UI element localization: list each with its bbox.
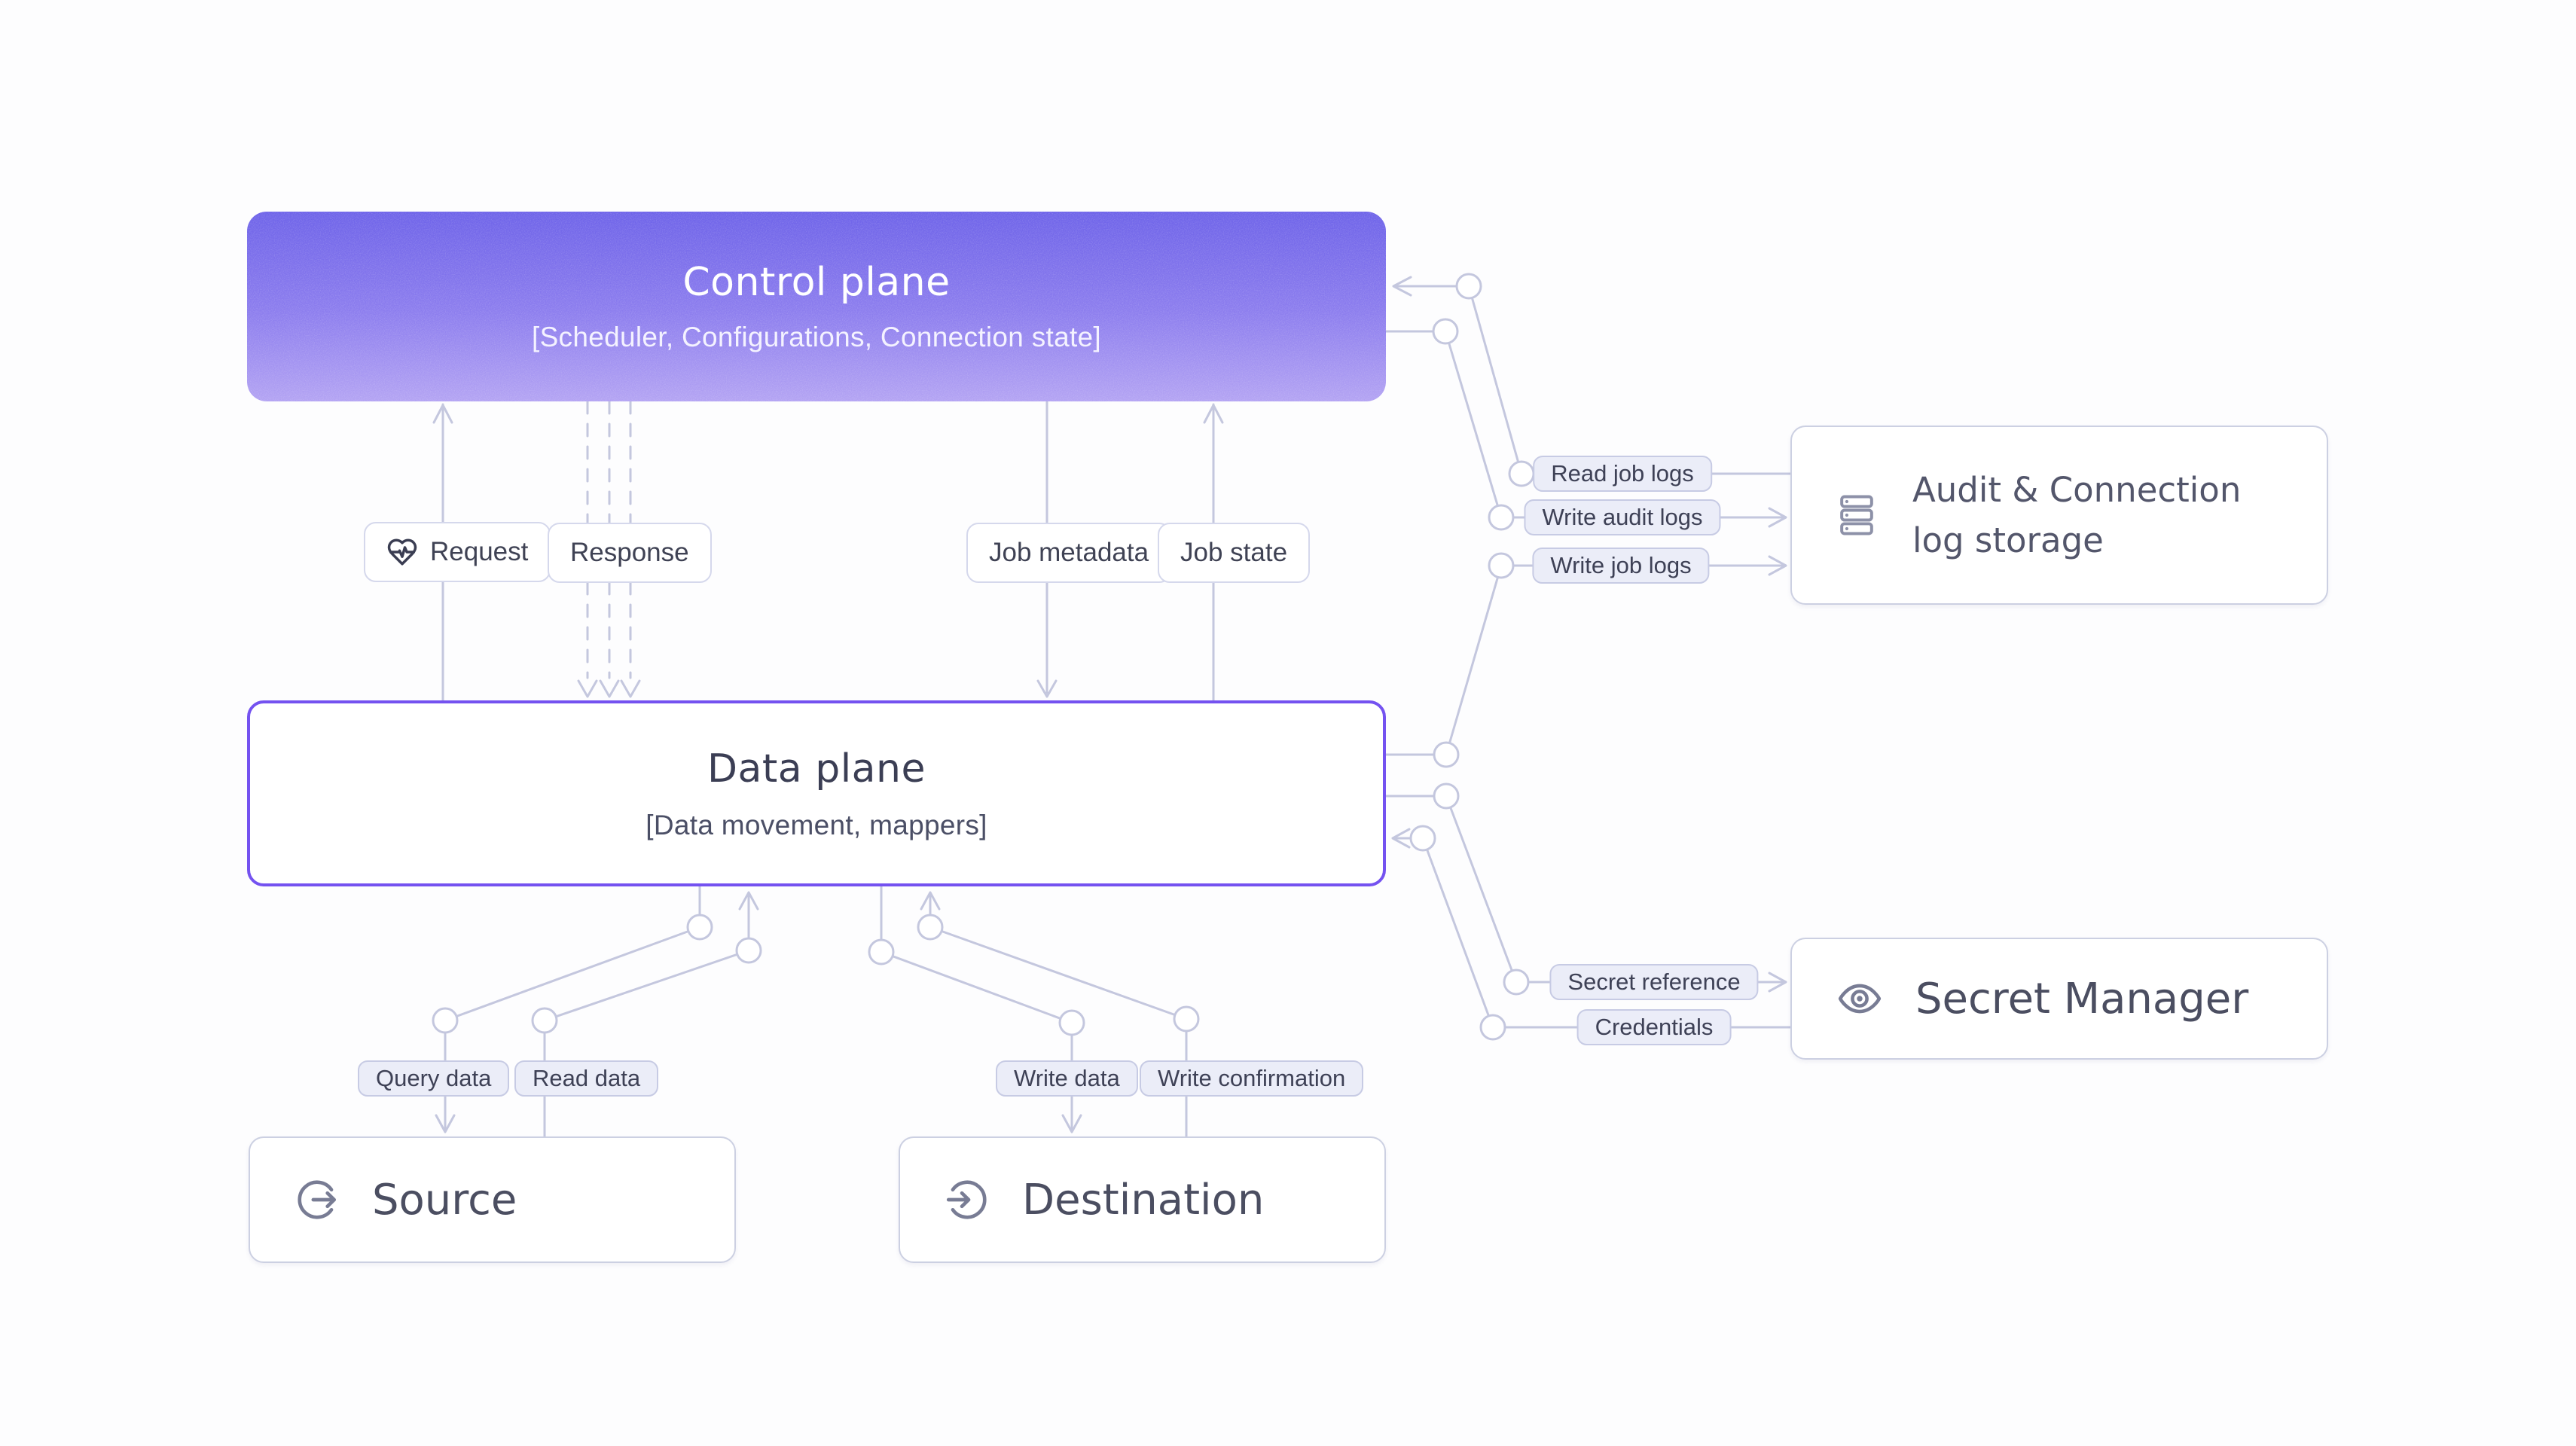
write-confirmation-pill: Write confirmation <box>1140 1060 1364 1097</box>
control-plane-box: Control plane [Scheduler, Configurations… <box>247 212 1386 401</box>
arrowhead-left <box>1391 828 1411 849</box>
query-data-text: Query data <box>376 1065 492 1091</box>
arrowhead-down <box>1036 679 1058 698</box>
noise-texture <box>247 212 1386 401</box>
job-state-label-text: Job state <box>1180 538 1288 567</box>
arrowhead-left <box>1392 276 1412 297</box>
read-job-logs-pill: Read job logs <box>1533 456 1712 492</box>
arrowhead-down <box>1061 1114 1082 1133</box>
data-plane-box: Data plane [Data movement, mappers] <box>247 700 1386 886</box>
request-label-text: Request <box>430 537 529 566</box>
data-plane-subtitle: [Data movement, mappers] <box>646 809 987 840</box>
credentials-text: Credentials <box>1595 1014 1714 1040</box>
data-plane-title: Data plane <box>707 746 926 792</box>
arrowhead-right <box>1768 555 1787 576</box>
job-metadata-label: Job metadata <box>966 523 1172 583</box>
edge-write-data <box>880 885 1082 1133</box>
query-data-pill: Query data <box>358 1060 510 1097</box>
write-data-text: Write data <box>1014 1065 1120 1091</box>
source-title: Source <box>372 1175 517 1225</box>
write-data-pill: Write data <box>996 1060 1138 1097</box>
destination-box: Destination <box>899 1136 1386 1263</box>
arrowhead-right <box>1768 972 1787 993</box>
response-label: Response <box>548 523 712 583</box>
write-job-logs-text: Write job logs <box>1550 552 1692 578</box>
edge-secret-reference <box>1384 795 1787 993</box>
edge-write-audit-logs <box>1384 330 1787 528</box>
request-label: Request <box>364 522 551 582</box>
read-job-logs-text: Read job logs <box>1551 460 1694 487</box>
secret-manager-title: Secret Manager <box>1915 974 2249 1023</box>
control-plane-subtitle: [Scheduler, Configurations, Connection s… <box>531 322 1101 352</box>
secret-reference-text: Secret reference <box>1567 969 1741 995</box>
credentials-pill: Credentials <box>1576 1009 1732 1045</box>
arrowhead-up <box>920 891 941 911</box>
secret-manager-box: Secret Manager <box>1790 938 2328 1060</box>
edge-write-job-logs <box>1384 555 1787 756</box>
eye-icon <box>1838 984 1882 1014</box>
heart-pulse-icon <box>387 538 417 566</box>
write-audit-logs-pill: Write audit logs <box>1524 499 1721 535</box>
source-box: Source <box>249 1136 736 1263</box>
arrowhead-up <box>432 404 453 424</box>
edge-write-confirmation <box>920 891 1188 1138</box>
arrowhead-up <box>1203 404 1224 424</box>
write-confirmation-text: Write confirmation <box>1158 1065 1346 1091</box>
edge-response-arrowheads <box>577 679 641 698</box>
server-stack-icon <box>1840 495 1873 535</box>
arrowhead-down <box>435 1114 456 1133</box>
destination-title: Destination <box>1022 1175 1265 1225</box>
edge-read-data <box>543 891 759 1138</box>
circle-arrow-in-icon <box>946 1180 987 1219</box>
audit-log-storage-title: Audit & Connection log storage <box>1912 469 2242 561</box>
write-job-logs-pill: Write job logs <box>1532 548 1710 584</box>
arrowhead-up <box>738 891 759 911</box>
response-label-text: Response <box>570 538 689 567</box>
circle-arrow-out-icon <box>298 1180 337 1219</box>
job-state-label: Job state <box>1158 523 1311 583</box>
control-plane-title: Control plane <box>682 260 951 305</box>
connector-nodes <box>432 273 1535 1041</box>
secret-reference-pill: Secret reference <box>1549 964 1759 1000</box>
write-audit-logs-text: Write audit logs <box>1542 504 1703 530</box>
read-data-text: Read data <box>533 1065 641 1091</box>
read-data-pill: Read data <box>514 1060 659 1097</box>
edge-read-job-logs <box>1392 276 1792 475</box>
job-metadata-label-text: Job metadata <box>989 538 1149 567</box>
arrowhead-right <box>1768 507 1787 528</box>
audit-log-storage-box: Audit & Connection log storage <box>1790 426 2328 605</box>
